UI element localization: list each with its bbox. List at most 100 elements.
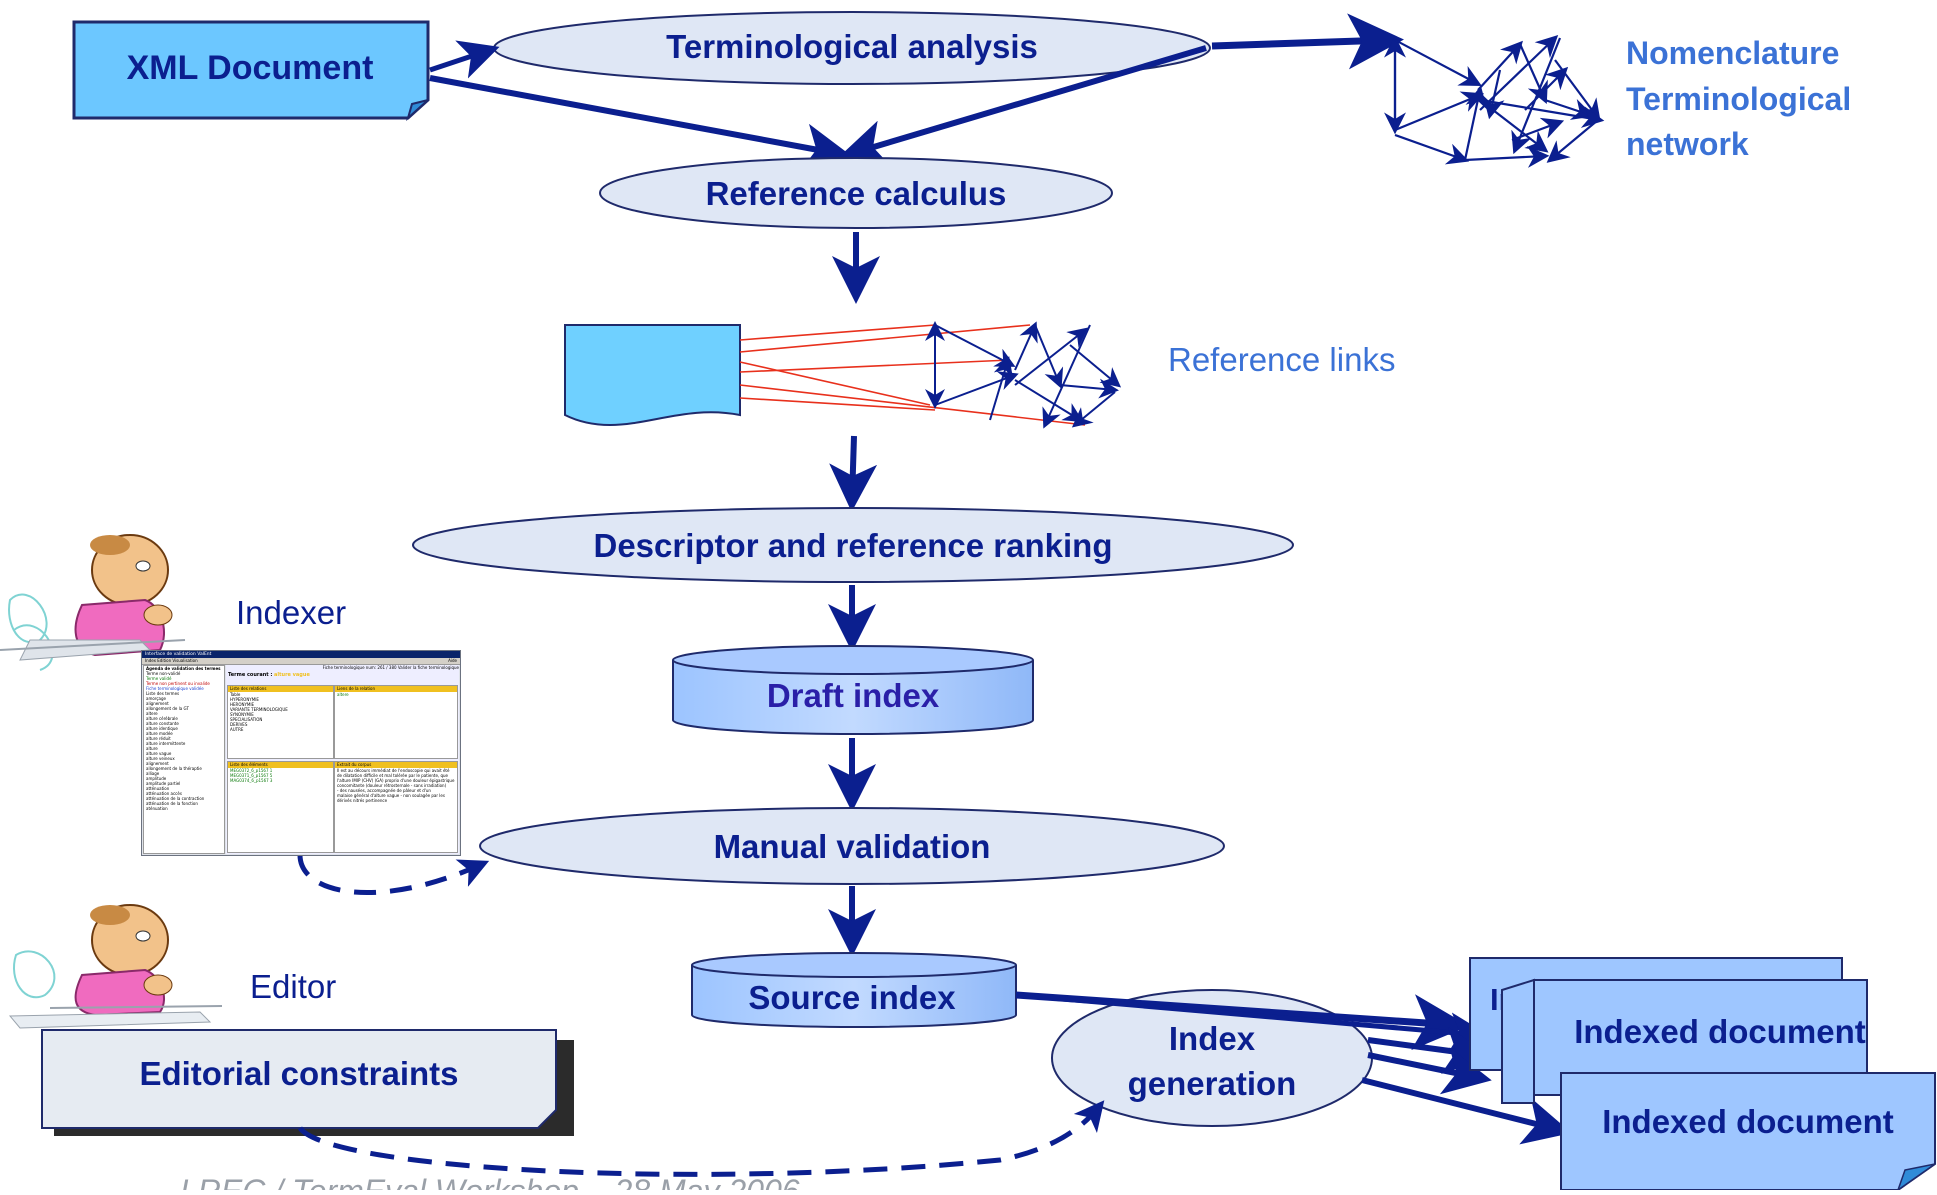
mini-menu: Index Edition Visualisation: [145, 658, 198, 663]
xml-document-node: XML Document: [72, 20, 430, 122]
mini-left-row: atténuation de la fonction: [146, 801, 198, 806]
draft-index-node: Draft index: [672, 645, 1034, 735]
mini-left-row: alture veineux: [146, 756, 175, 761]
editorial-constraints-node: Editorial constraints: [41, 1029, 574, 1136]
mini-element-row: MEG0371_6_p1567 5: [230, 773, 273, 778]
reference-calculus-node: Reference calculus: [599, 157, 1113, 229]
nomenclature-line-2: Terminological: [1626, 81, 1851, 117]
mini-left-row: alture: [146, 746, 158, 751]
mini-corpus-row: malaise général d'alture vague - non sou…: [337, 793, 445, 798]
mini-left-row: alliage: [146, 771, 160, 776]
mini-corpus-row: - des nausées, accompagnée de pâleur et …: [337, 788, 431, 793]
source-index-label: Source index: [748, 979, 956, 1016]
descriptor-ranking-label: Descriptor and reference ranking: [593, 527, 1112, 564]
indexed-document-middle-label: Indexed document: [1574, 1013, 1866, 1050]
mini-left-row: alture vague: [146, 751, 172, 756]
mini-left-row: atténuation de la contraction: [146, 796, 205, 801]
indexer-figure-icon: [0, 534, 186, 671]
mini-left-row: altere: [146, 711, 158, 716]
reference-calculus-label: Reference calculus: [706, 175, 1007, 212]
index-generation-line-1: Index: [1169, 1020, 1256, 1057]
reference-links-label: Reference links: [1168, 341, 1395, 378]
terminological-network-graph: [1384, 34, 1605, 168]
mini-relation-row: VARIANTE TERMINOLOGIQUE: [230, 707, 288, 712]
mini-corpus-panel: Extrait du corpus Il est au décours immé…: [334, 761, 458, 853]
manual-validation-label: Manual validation: [714, 828, 991, 865]
validation-interface-thumbnail: Interface de validation ValEnt Index Edi…: [141, 650, 461, 856]
mini-left-row: alignement: [146, 761, 169, 766]
mini-menu-help: Aide: [448, 658, 457, 663]
mini-left-row: amorçage: [146, 696, 167, 701]
mini-relation-row: SYNONYMIE: [230, 712, 254, 717]
editor-label: Editor: [250, 968, 336, 1005]
mini-left-row: atténuation: [146, 786, 170, 791]
mini-relation-row: HERONYMIE: [230, 702, 255, 707]
mini-relation-row: DERIVES: [230, 722, 248, 727]
mini-left-row: alture constante: [146, 721, 179, 726]
arrow-generation-to-indexed-2: [1367, 1047, 1492, 1095]
mini-element-row: MEG0372_6_p1567 1: [230, 768, 273, 773]
mini-title: Interface de validation ValEnt: [145, 652, 212, 657]
nomenclature-line-1: Nomenclature: [1626, 35, 1839, 71]
indexed-document-middle: Indexed document: [1501, 978, 1868, 1104]
draft-index-label: Draft index: [767, 677, 940, 714]
mini-term-list: Agenda de validation des termes Terme no…: [143, 665, 225, 854]
mini-left-row: aténuation: [146, 806, 168, 811]
mini-left-row: Terme validé: [146, 676, 172, 681]
index-generation-node: Index generation: [1051, 989, 1373, 1127]
arrow-network-to-reference-calculus: [838, 45, 1207, 167]
mini-left-row: allongement de la théraptie: [146, 766, 202, 771]
nomenclature-line-3: network: [1626, 126, 1749, 162]
editorial-constraints-label: Editorial constraints: [139, 1055, 458, 1092]
mini-left-row: alture intermittente: [146, 741, 186, 746]
mini-relation-row: HYPERONYMIE: [230, 697, 259, 702]
mini-left-row: alture identique: [146, 726, 178, 731]
arrow-generation-to-indexed-3: [1361, 1077, 1572, 1145]
arrow-source-to-indexed-2: [1015, 992, 1490, 1053]
arrow-editorial-to-generation: [297, 1100, 1105, 1177]
mini-left-row: alignement: [146, 701, 169, 706]
mini-current-term-label: Terme courant :: [228, 672, 273, 678]
descriptor-ranking-node: Descriptor and reference ranking: [412, 507, 1294, 583]
mini-corpus-row: dérivés nitrés pertinence: [337, 798, 388, 803]
mini-current-term: alture vague: [274, 672, 310, 678]
mini-left-row: Terme non-validé: [146, 671, 181, 676]
mini-left-row: Fiche terminologique validée: [146, 686, 204, 691]
arrow-indexer-to-validation: [297, 854, 490, 896]
indexed-document-front-label: Indexed document: [1602, 1103, 1894, 1140]
mini-left-row: Liste des termes: [146, 691, 180, 696]
mini-menu-bar: Index Edition Visualisation Aide: [142, 658, 460, 665]
mini-corpus-row: de dilatation difficile et mal tolérée p…: [337, 773, 449, 778]
indexer-label: Indexer: [236, 594, 346, 631]
terminological-analysis-node: Terminological analysis: [493, 11, 1211, 85]
mini-relation-row: Table: [230, 692, 241, 697]
arrow-xml-to-reference-calculus: [429, 75, 852, 172]
mini-left-row: alture réduit: [146, 736, 171, 741]
mini-left-row: atténuation accès: [146, 791, 182, 796]
arrow-links-to-ranking: [829, 435, 878, 512]
source-index-node: Source index: [691, 952, 1017, 1028]
mini-relation-terms-header: Liens de la relation: [335, 686, 457, 692]
mini-left-row: amplitude: [146, 776, 167, 781]
mini-right-pane: Fiche terminologique num: 261 / 380 Vali…: [226, 665, 459, 854]
mini-relation-row: AUTRE: [230, 727, 244, 732]
reference-links-illustration: [564, 321, 1122, 429]
mini-left-row: Terme non pertinent ou invalide: [146, 681, 210, 686]
mini-corpus-row: concomitante (douleur rétrosternale - sa…: [337, 783, 447, 788]
mini-corpus-row: Il est au décours immédiat de l'endoscop…: [337, 768, 450, 773]
mini-relation-term-row: altere: [337, 692, 349, 697]
xml-document-label: XML Document: [127, 49, 374, 87]
mini-left-row: amplitude partiel: [146, 781, 181, 786]
mini-relations-header: Liste des relations: [228, 686, 333, 692]
nomenclature-label: Nomenclature Terminological network: [1626, 35, 1851, 162]
mini-relation-terms-panel: Liens de la relation altere: [334, 685, 458, 759]
mini-relation-row: SPECIALISATION: [230, 717, 263, 722]
arrow-generation-to-indexed-1: [1367, 1026, 1492, 1075]
arrow-xml-to-terminological: [429, 40, 500, 79]
